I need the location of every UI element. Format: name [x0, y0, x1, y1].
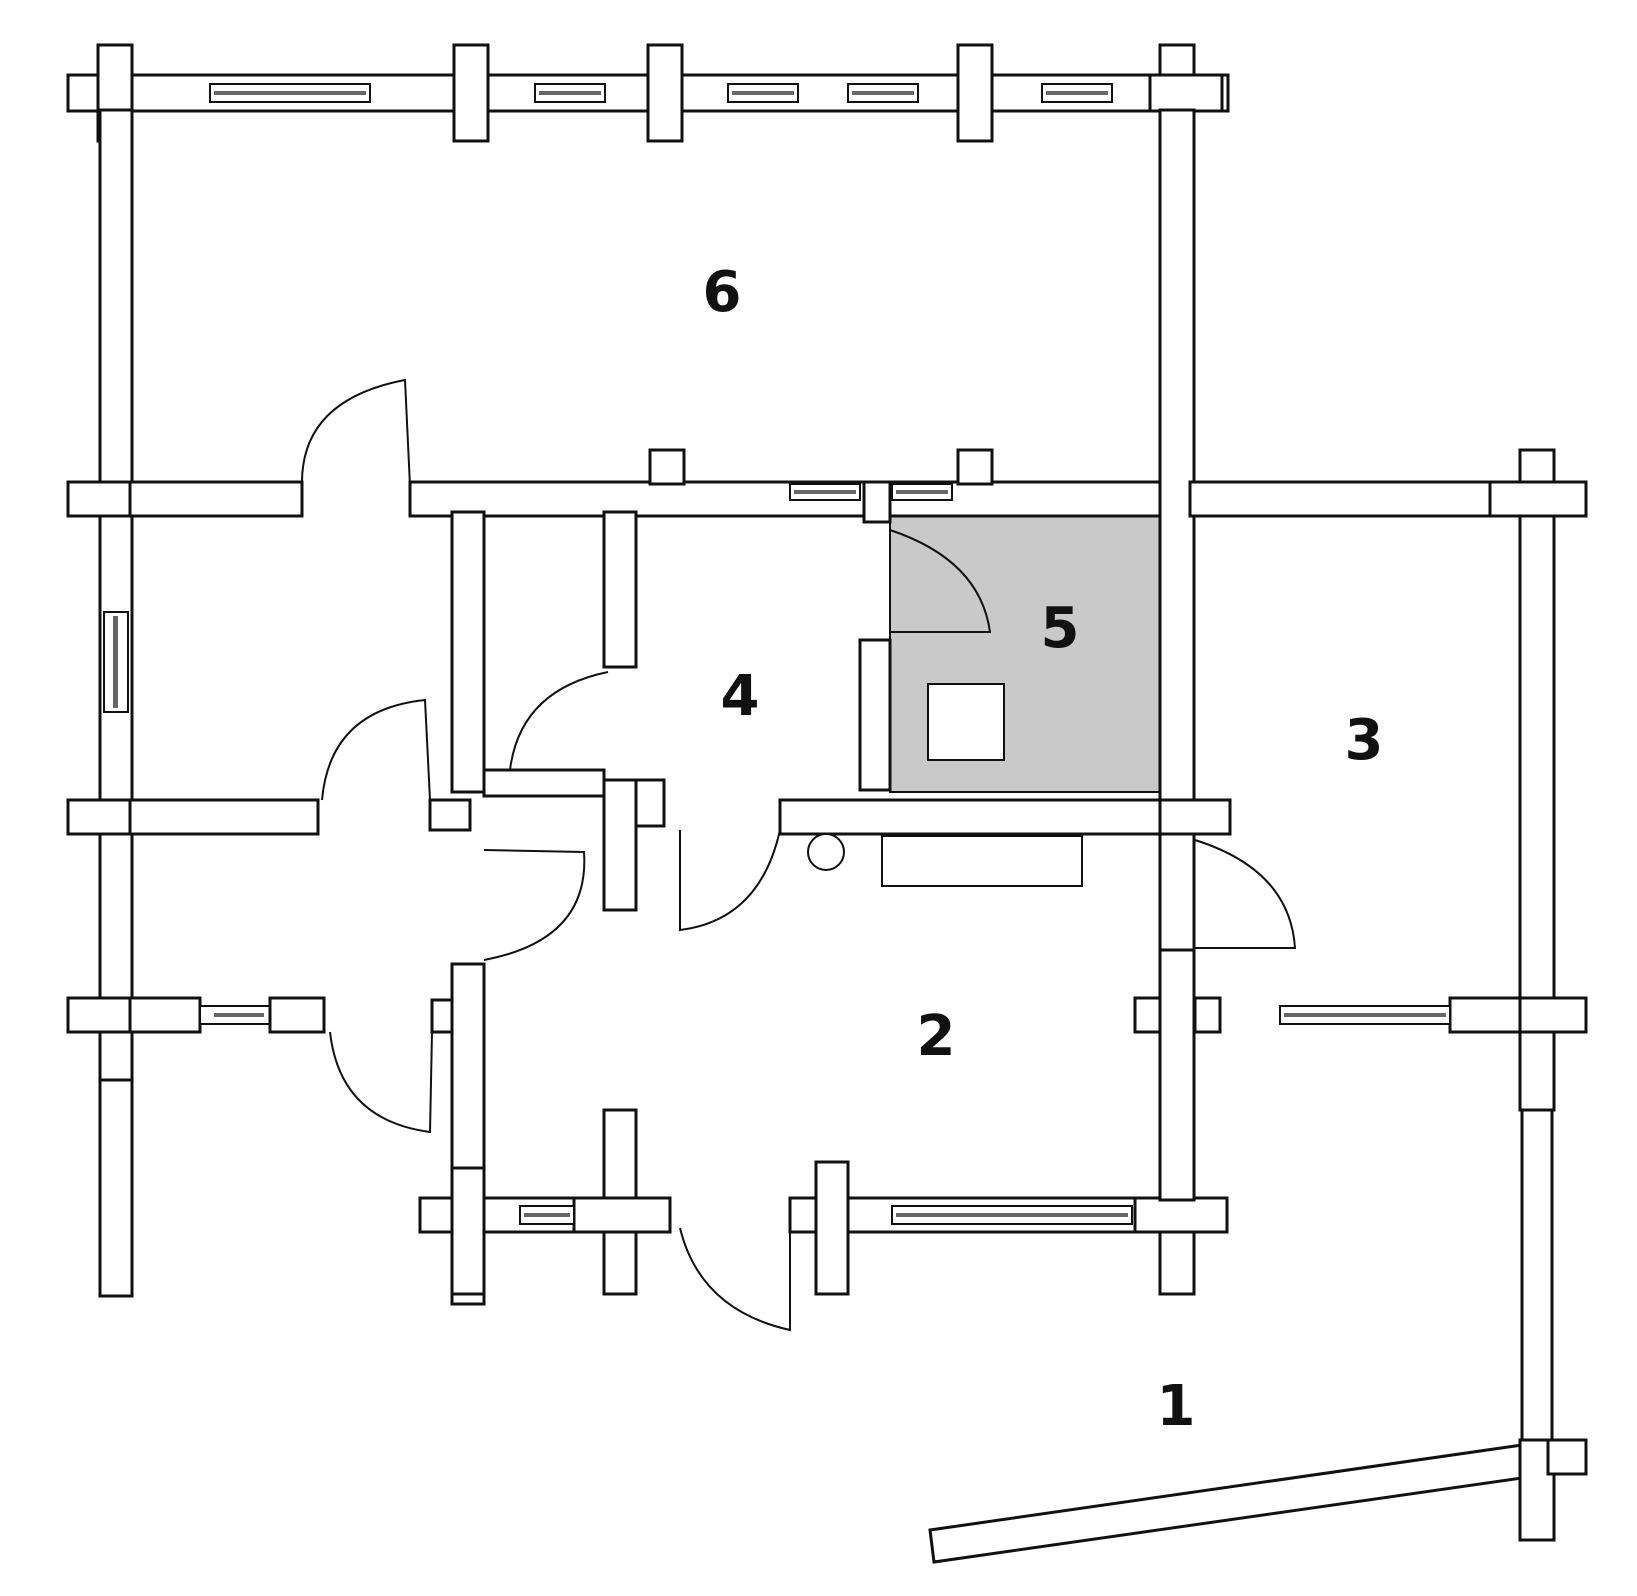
top-wall — [66, 43, 1230, 143]
room-label-6: 6 — [703, 260, 742, 325]
room-label-5: 5 — [1041, 596, 1080, 661]
doors — [300, 378, 1297, 1332]
room-label-4: 4 — [721, 664, 760, 729]
stove — [927, 683, 1005, 761]
tank — [807, 833, 845, 871]
top-windows — [209, 83, 1113, 103]
middle-wall — [128, 448, 1472, 524]
left-wall — [66, 108, 166, 1298]
inner-walls — [128, 510, 1232, 1306]
bottom-wall — [418, 948, 1229, 1296]
bench — [881, 835, 1083, 887]
room-label-1: 1 — [1157, 1374, 1196, 1439]
room-label-2: 2 — [917, 1004, 956, 1069]
room-label-3: 3 — [1345, 708, 1384, 773]
